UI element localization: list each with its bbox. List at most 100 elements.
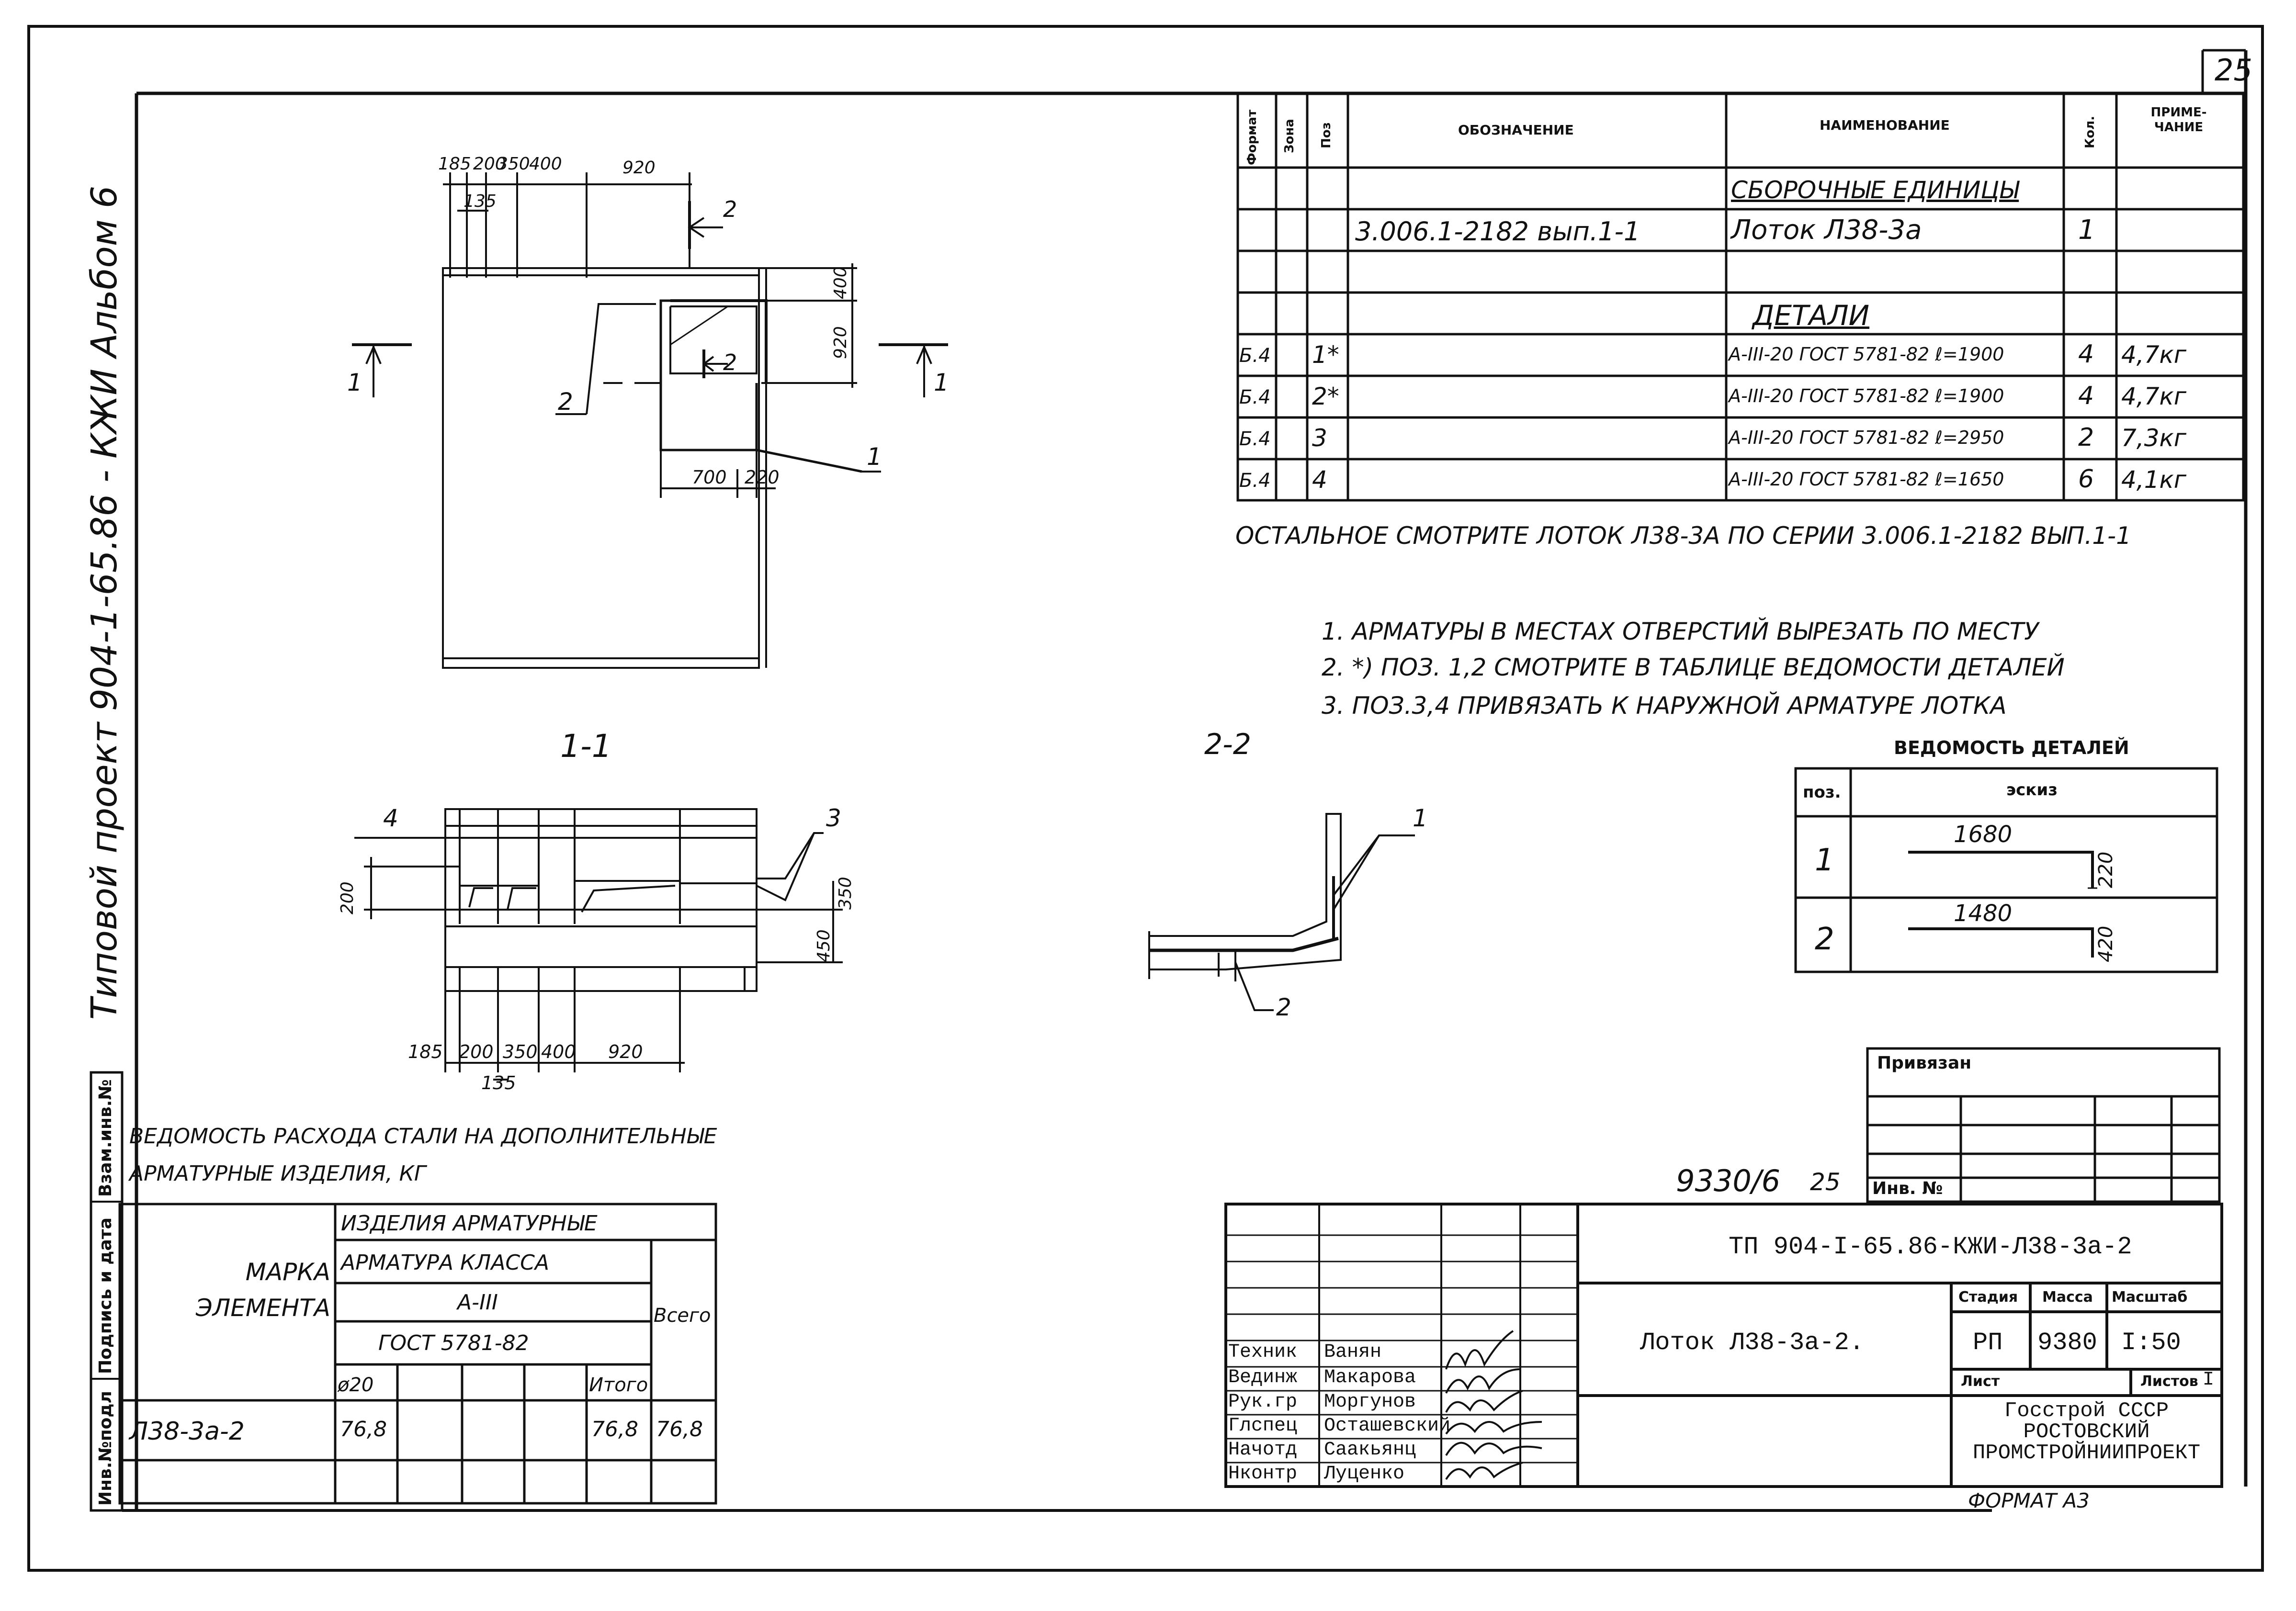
scale-label: Масштаб: [2112, 1289, 2188, 1306]
org-name-1: Госстрой СССР: [2004, 1399, 2169, 1423]
spec-row-format: Б.4: [1239, 470, 1271, 492]
callout-label: 2: [558, 388, 573, 416]
binding-inv-label: Инв. №: [1872, 1179, 1943, 1198]
staff-name: Саакьянц: [1324, 1439, 1416, 1461]
side-stamp-inv: Инв.№подл: [96, 1391, 115, 1506]
steel-gost: ГОСТ 5781-82: [378, 1331, 529, 1355]
spec-row-pos: 3: [1312, 424, 1327, 452]
note-1: 1. Арматуры в местах отверстий вырезать …: [1322, 618, 2039, 645]
org-name-3: ПРОМСТРОЙНИИПРОЕКТ: [1972, 1441, 2201, 1465]
spec-row-name: Детали: [1753, 299, 1870, 332]
dim-label: 700: [692, 467, 727, 488]
section-1-1-label: 1-1: [560, 728, 612, 765]
spec-row-note: 4,1кг: [2121, 466, 2186, 494]
plan-view-drawing: [354, 808, 843, 1081]
dim-label: 135: [464, 192, 497, 211]
detail-row-pos: 1: [1815, 843, 1834, 878]
staff-role: Начотд: [1228, 1439, 1298, 1461]
inv-number: 9330/6: [1676, 1163, 1781, 1198]
inv-sheet: 25: [1810, 1168, 1841, 1196]
staff-name: Луценко: [1324, 1463, 1405, 1485]
steel-row-dia20: 76,8: [340, 1417, 387, 1442]
callout-label: 3: [826, 804, 841, 832]
steel-schedule-grid: [118, 1203, 717, 1505]
dim-label: 200: [338, 881, 357, 914]
steel-group-header: Изделия арматурные: [341, 1211, 598, 1236]
drawing-name: Лоток Л38-3а-2.: [1640, 1329, 1865, 1357]
steel-schedule-title: Ведомость расхода стали на дополнительны…: [129, 1124, 717, 1186]
mass-value: 9380: [2037, 1329, 2097, 1357]
side-stamp-sign: Подпись и дата: [96, 1217, 115, 1374]
spec-row-name: А-III-20 ГОСТ 5781-82 ℓ=2950: [1729, 427, 2004, 448]
stage-label: Стадия: [1958, 1289, 2018, 1306]
signatures: [1445, 1330, 1542, 1480]
spec-row-qty: 6: [2078, 465, 2094, 494]
sheets-value: I: [2203, 1369, 2215, 1391]
callout-label: 1: [867, 443, 882, 471]
steel-class-value: А-III: [457, 1290, 498, 1315]
spec-row-pos: 2*: [1312, 383, 1339, 410]
detail-col-sketch: эскиз: [2006, 780, 2058, 800]
spec-row-note: 4,7кг: [2121, 383, 2186, 410]
callout-label: 4: [383, 804, 398, 832]
staff-role: Рук.гр: [1228, 1391, 1298, 1413]
dim-label: 200: [459, 1041, 494, 1062]
dim-label: 350: [836, 877, 855, 910]
detail-schedule-grid: [1794, 767, 2218, 973]
spec-header-format: Формат: [1245, 109, 1259, 165]
spec-header-designation: Обозначение: [1458, 122, 1574, 138]
rest-note: Остальное смотрите лоток Л38-3а по серии…: [1235, 522, 2131, 550]
binding-title: Привязан: [1877, 1053, 1972, 1073]
dim-label: 135: [481, 1072, 516, 1093]
callout-label: 2: [1276, 993, 1291, 1021]
spec-row-name: А-III-20 ГОСТ 5781-82 ℓ=1650: [1729, 469, 2004, 490]
spec-row-designation: 3.006.1-2182 вып.1-1: [1355, 216, 1640, 247]
cut-mark: 2: [723, 196, 737, 222]
detail-row-hook: 420: [2095, 925, 2117, 962]
spec-header-qty: Кол.: [2083, 115, 2097, 148]
staff-role: Вединж: [1228, 1367, 1298, 1388]
stage-value: РП: [1973, 1329, 2003, 1357]
note-3: 3. Поз.3,4 привязать к наружной арматуре…: [1322, 692, 2007, 720]
spec-row-qty: 4: [2078, 340, 2094, 369]
spec-row-format: Б.4: [1239, 386, 1271, 408]
side-stamp-replace: Взам.инв.№: [96, 1079, 115, 1197]
staff-name: Ванян: [1324, 1341, 1382, 1363]
staff-name: Макарова: [1324, 1367, 1416, 1388]
spec-header-zone: Зона: [1282, 119, 1297, 153]
dim-label: 450: [814, 929, 834, 962]
mass-label: Масса: [2042, 1289, 2093, 1306]
detail-row-length: 1480: [1954, 900, 2013, 927]
spec-row-format: Б.4: [1239, 428, 1271, 450]
dim-label: 920: [608, 1041, 643, 1062]
steel-row-mark: Л38-3а-2: [129, 1417, 245, 1446]
album-title: Типовой проект 904-1-65.86 - КЖИ Альбом …: [84, 185, 125, 1020]
dim-label: 350: [503, 1041, 538, 1062]
spec-row-name: Лоток Л38-3а: [1731, 214, 1922, 246]
spec-row-qty: 2: [2078, 423, 2094, 452]
scale-value: I:50: [2121, 1329, 2181, 1357]
spec-table-grid: [1236, 92, 2245, 502]
spec-row-qty: 1: [2078, 214, 2095, 246]
spec-row-name: Сборочные единицы: [1731, 176, 2019, 204]
spec-row-pos: 1*: [1312, 341, 1339, 369]
dim-label: 185: [438, 154, 471, 174]
steel-dia: ø20: [338, 1374, 374, 1396]
staff-role: Глспец: [1228, 1415, 1298, 1437]
steel-total-header: Всего: [654, 1305, 711, 1327]
dim-label: 400: [541, 1041, 576, 1062]
section-mark: 1: [934, 369, 949, 396]
spec-row-note: 7,3кг: [2121, 424, 2186, 452]
steel-mark-header: Марка элемента: [195, 1258, 330, 1322]
format-label: Формат А3: [1968, 1489, 2090, 1512]
spec-header-note: Приме-чание: [2150, 105, 2207, 135]
spec-header-name: Наименование: [1820, 117, 1950, 133]
section-2-2-drawing: [1148, 813, 1415, 1011]
dim-label: 185: [408, 1041, 443, 1062]
dim-label: 400: [831, 266, 850, 299]
steel-row-total: 76,8: [656, 1417, 703, 1442]
section-2-2-label: 2-2: [1204, 728, 1251, 761]
detail-row-length: 1680: [1954, 821, 2013, 848]
spec-row-name: А-III-20 ГОСТ 5781-82 ℓ=1900: [1729, 385, 2004, 406]
